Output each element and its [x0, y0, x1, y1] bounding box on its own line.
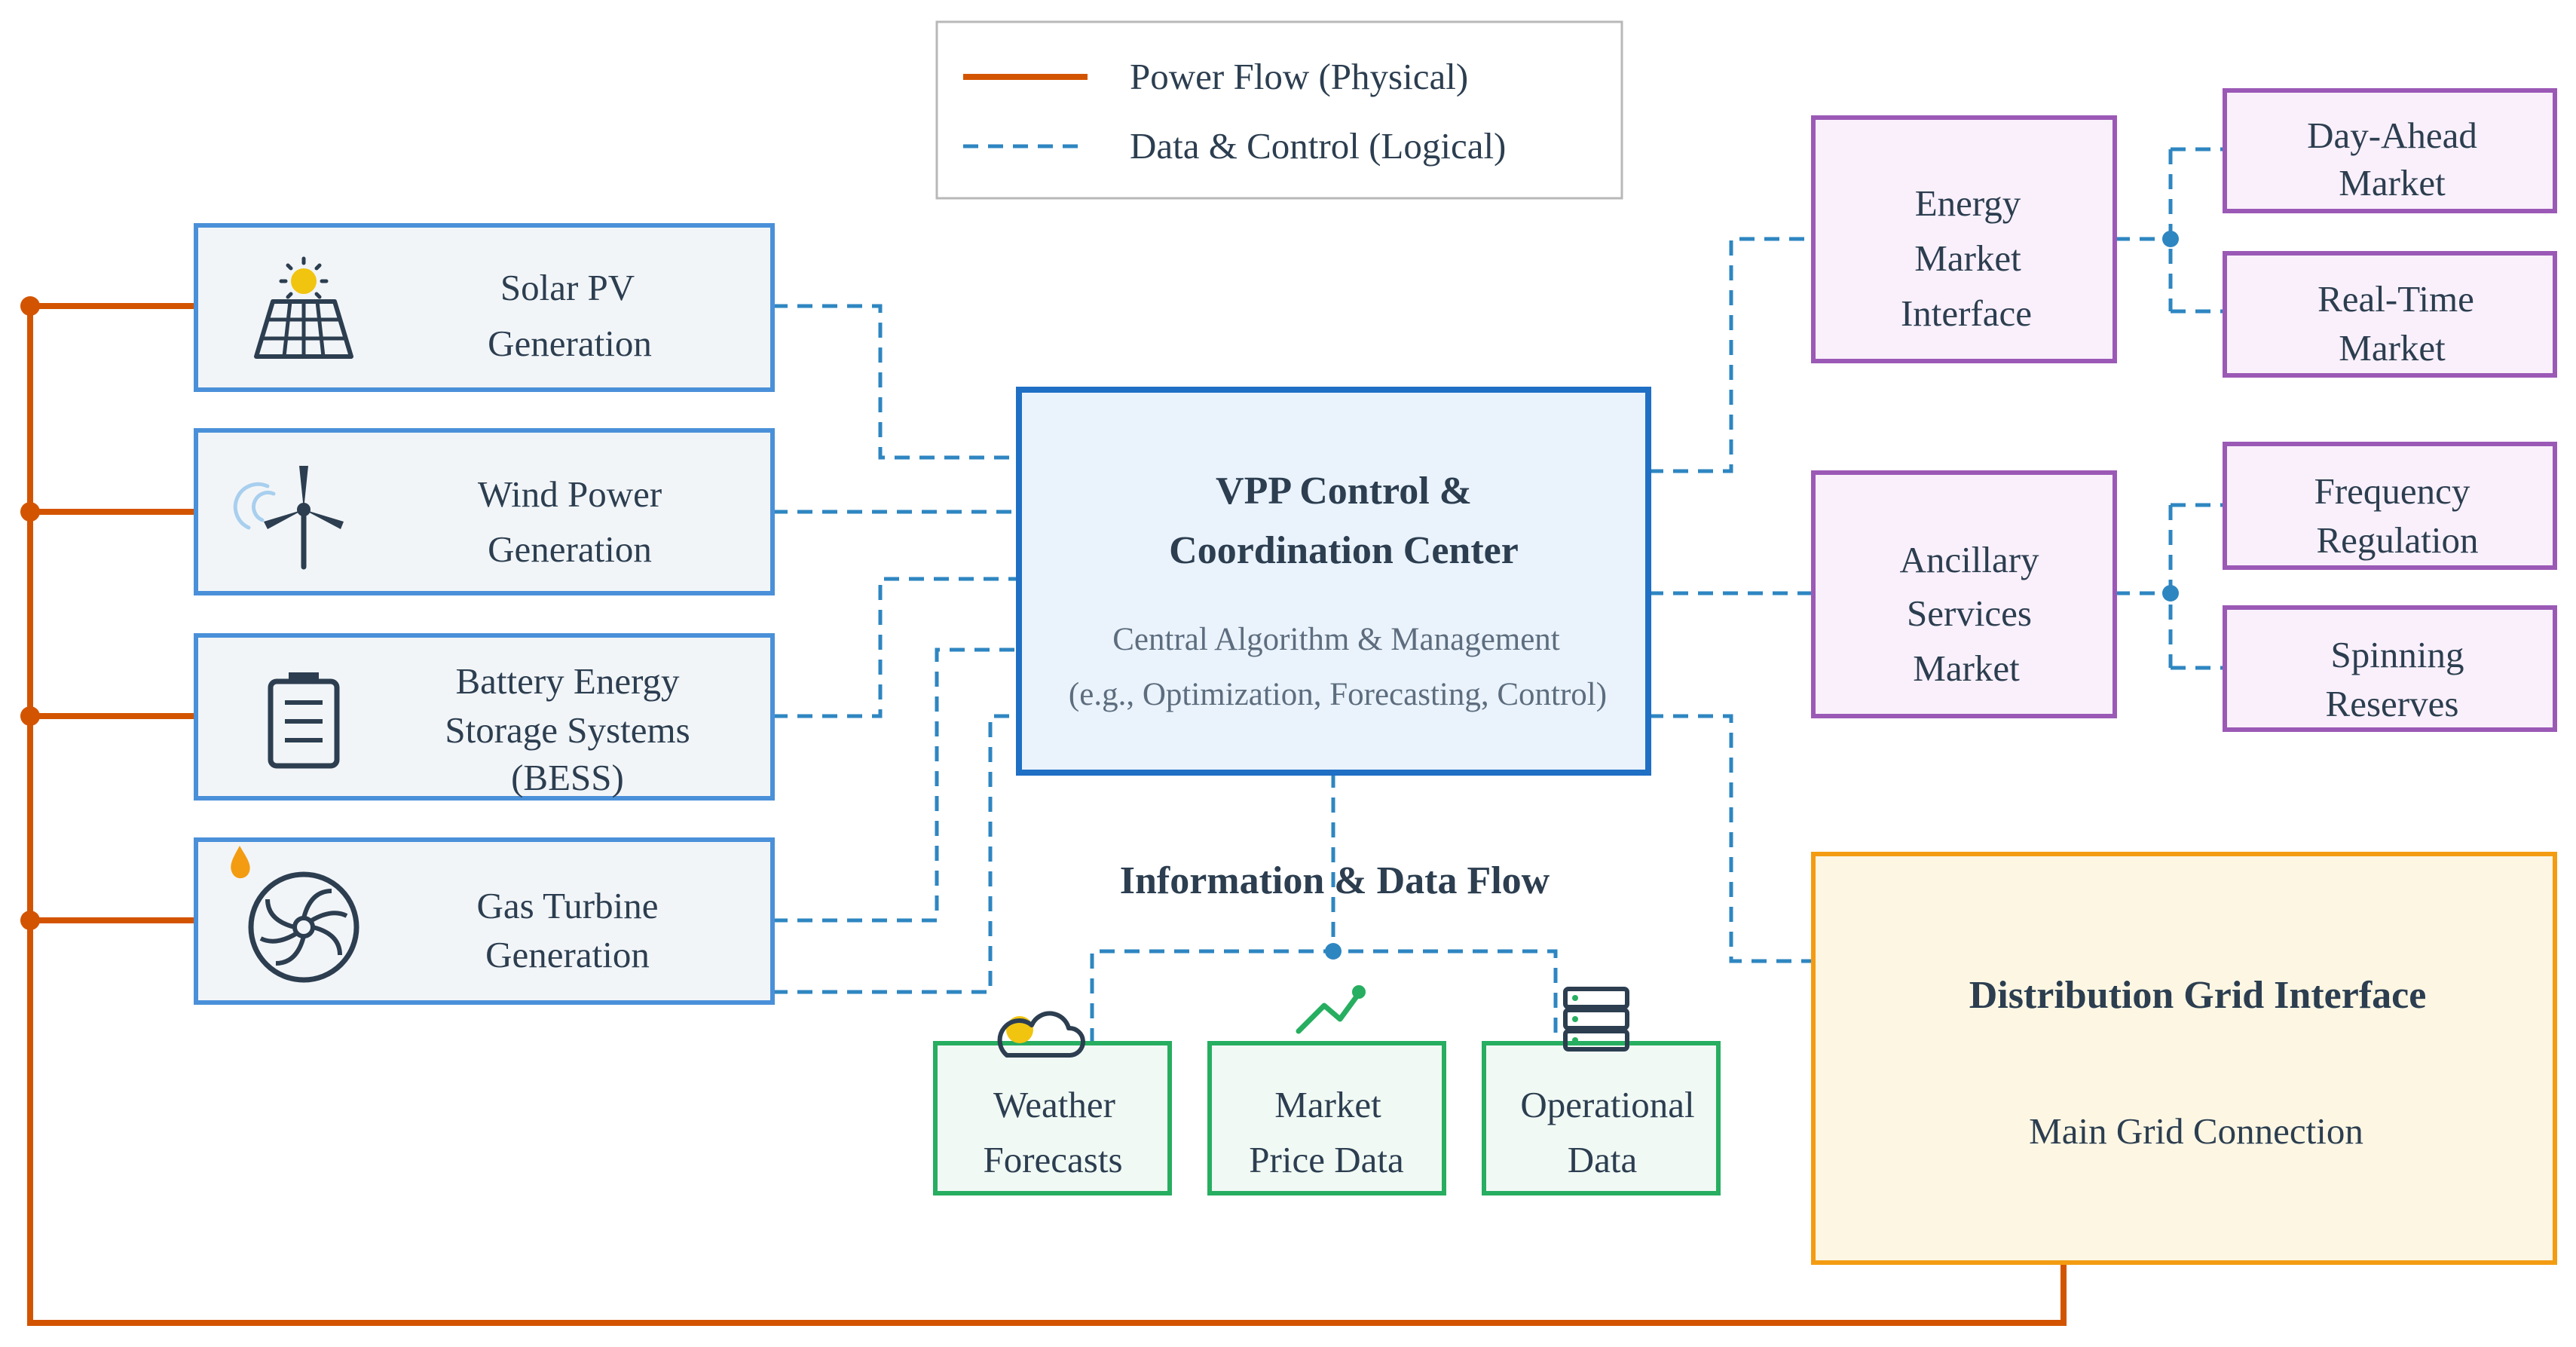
info-flow-label: Information & Data Flow [1120, 859, 1550, 902]
solar-label-line-2: Generation [488, 323, 652, 364]
real-time-line-1: Real-Time [2317, 278, 2474, 320]
market-spinning: Spinning Reserves [2223, 605, 2557, 732]
source-wind: Wind Power Generation [194, 428, 775, 595]
market-real-time: Real-Time Market [2223, 251, 2557, 378]
weather-box [933, 1041, 1172, 1195]
weather-icon [997, 1011, 1086, 1058]
data-line-solar [772, 304, 1019, 460]
energy-market-box [1811, 115, 2117, 363]
source-solar: Solar PV Generation [194, 223, 775, 392]
operational-label-line-2: Data [1568, 1139, 1638, 1180]
market-ancillary: Ancillary Services Market [1811, 470, 2117, 718]
real-time-box [2223, 251, 2557, 378]
ancillary-market-line-1: Ancillary [1899, 539, 2039, 580]
real-time-line-2: Market [2339, 327, 2446, 369]
data-weather: Weather Forecasts [933, 1011, 1172, 1195]
price-label-line-2: Price Data [1249, 1139, 1404, 1180]
market-day-ahead: Day-Ahead Market [2223, 88, 2557, 213]
gas-label-line-2: Generation [485, 934, 650, 975]
power-junction-wind [20, 502, 40, 522]
day-ahead-box [2223, 88, 2557, 213]
battery-icon [268, 672, 340, 769]
gas-label-line-1: Gas Turbine [477, 885, 659, 926]
junction-energy [2162, 231, 2179, 247]
day-ahead-line-1: Day-Ahead [2307, 115, 2477, 156]
operational-box [1482, 1041, 1721, 1195]
price-label-line-1: Market [1274, 1084, 1381, 1125]
wind-box [194, 428, 775, 595]
gas-box [194, 837, 775, 1005]
data-control-lines [772, 147, 2225, 1043]
energy-market-line-3: Interface [1901, 292, 2032, 334]
spinning-line-2: Reserves [2326, 683, 2459, 724]
control-title-line-2: Coordination Center [1169, 529, 1519, 572]
day-ahead-line-2: Market [2339, 162, 2446, 204]
power-junction-solar [20, 296, 40, 316]
data-line-gas-2 [772, 714, 1019, 994]
junction-info [1325, 943, 1342, 960]
source-battery: Battery Energy Storage Systems (BESS) [194, 633, 775, 801]
data-price: Market Price Data [1207, 985, 1446, 1195]
power-junction-gas [20, 911, 40, 930]
legend-power-label: Power Flow (Physical) [1130, 56, 1468, 97]
data-operational: Operational Data [1482, 987, 1721, 1195]
weather-label-line-2: Forecasts [983, 1139, 1122, 1180]
frequency-line-2: Regulation [2316, 519, 2478, 561]
frequency-line-1: Frequency [2314, 470, 2470, 512]
energy-market-line-1: Energy [1915, 182, 2021, 224]
wind-label-line-1: Wind Power [478, 473, 662, 515]
data-line-battery [772, 577, 1019, 718]
grid-interface-subtitle: Main Grid Connection [2029, 1110, 2363, 1152]
spinning-box [2223, 605, 2557, 732]
operational-label-line-1: Operational [1520, 1084, 1694, 1125]
legend-data-label: Data & Control (Logical) [1130, 125, 1506, 167]
power-junction-battery [20, 706, 40, 726]
solar-label-line-1: Solar PV [500, 267, 635, 308]
power-flow-lines [20, 296, 2067, 1326]
grid-interface: Distribution Grid Interface Main Grid Co… [1811, 852, 2557, 1265]
grid-interface-title: Distribution Grid Interface [1969, 974, 2427, 1017]
flame-icon [231, 846, 250, 879]
trend-chart-icon [1296, 985, 1366, 1034]
frequency-box [2223, 442, 2557, 570]
market-frequency: Frequency Regulation [2223, 442, 2557, 570]
source-gas: Gas Turbine Generation [194, 837, 775, 1005]
market-energy: Energy Market Interface [1811, 115, 2117, 363]
battery-label-line-3: (BESS) [511, 757, 624, 798]
price-box [1207, 1041, 1446, 1195]
data-line-info-bus [1090, 949, 1558, 1043]
server-icon [1563, 987, 1629, 1052]
control-title-line-1: VPP Control & [1216, 470, 1472, 513]
solar-box [194, 223, 775, 392]
data-line-grid [1648, 714, 1813, 963]
ancillary-market-box [1811, 470, 2117, 718]
grid-interface-box [1811, 852, 2557, 1265]
wind-label-line-2: Generation [488, 528, 652, 570]
ancillary-market-line-2: Services [1907, 592, 2032, 634]
control-subtitle-line-2: (e.g., Optimization, Forecasting, Contro… [1069, 677, 1607, 712]
power-bus-line [27, 306, 2067, 1326]
wind-turbine-icon [233, 466, 344, 570]
battery-label-line-2: Storage Systems [445, 709, 690, 751]
weather-label-line-1: Weather [993, 1084, 1115, 1125]
battery-label-line-1: Battery Energy [455, 660, 680, 702]
junction-ancillary [2162, 585, 2179, 602]
legend: Power Flow (Physical) Data & Control (Lo… [935, 20, 1623, 200]
control-subtitle-line-1: Central Algorithm & Management [1112, 622, 1560, 657]
data-line-energy-market [1648, 237, 1813, 473]
battery-box [194, 633, 775, 801]
ancillary-market-line-3: Market [1913, 647, 2020, 689]
solar-panel-icon [254, 256, 353, 359]
gas-turbine-icon [231, 846, 359, 983]
control-center-box [1016, 387, 1651, 776]
data-line-gas [772, 647, 1019, 923]
control-center: VPP Control & Coordination Center Centra… [1016, 387, 1651, 776]
spinning-line-1: Spinning [2331, 634, 2464, 675]
energy-market-line-2: Market [1914, 237, 2021, 279]
legend-box [935, 20, 1623, 200]
